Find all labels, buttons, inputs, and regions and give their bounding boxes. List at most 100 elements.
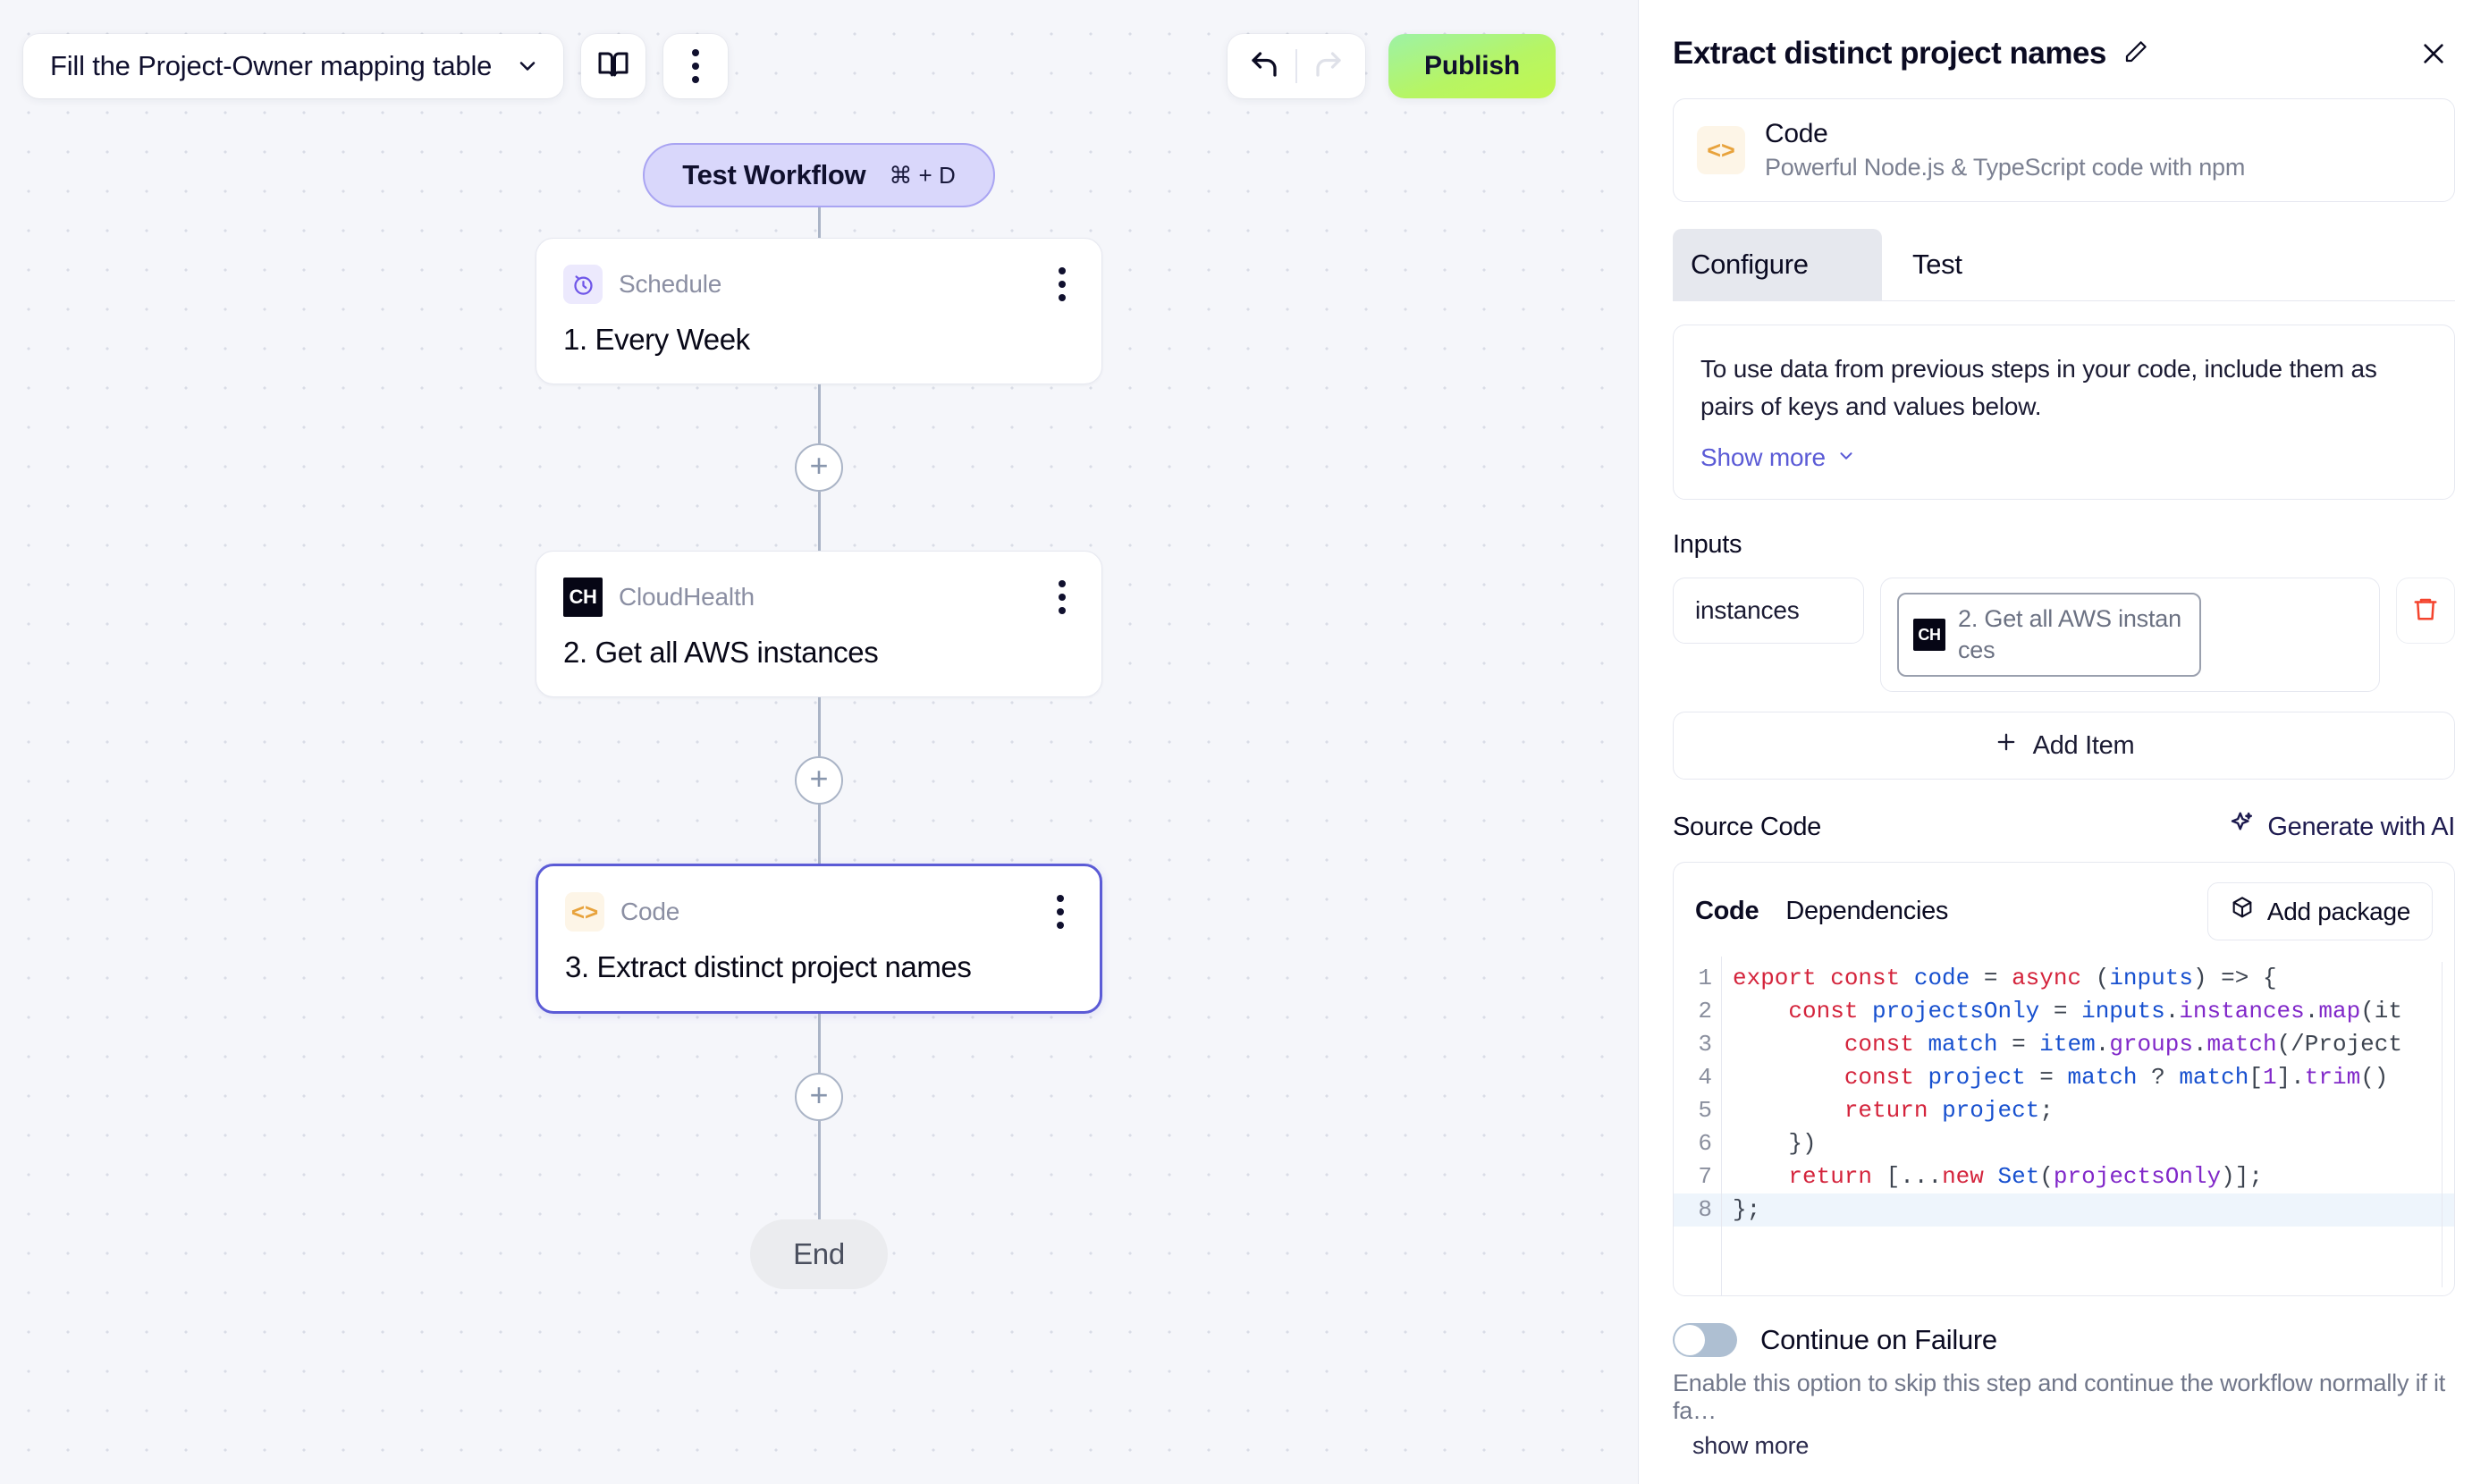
node-header: Schedule: [563, 262, 1075, 307]
code-text-area[interactable]: export const code = async (inputs) => { …: [1722, 957, 2454, 1295]
input-value-field[interactable]: CH 2. Get all AWS instances: [1880, 578, 2380, 693]
code-line-number: 3: [1698, 1031, 1712, 1058]
canvas-more-button[interactable]: [663, 34, 729, 98]
canvas-top-right-toolbar: Publish: [1228, 34, 1556, 98]
show-more-label: Show more: [1700, 443, 1826, 471]
add-package-button[interactable]: Add package: [2206, 882, 2433, 941]
node-menu-button[interactable]: [1048, 890, 1073, 934]
connector: +: [795, 1014, 843, 1219]
workflow-node-code[interactable]: <> Code 3. Extract distinct project name…: [536, 864, 1102, 1014]
generate-with-ai-button[interactable]: Generate with AI: [2228, 810, 2455, 844]
code-icon: <>: [1697, 126, 1745, 174]
node-header: CH CloudHealth: [563, 575, 1075, 620]
step-config-panel: Extract distinct project names <> Code P…: [1638, 0, 2489, 1484]
canvas-top-left-toolbar: Fill the Project-Owner mapping table: [23, 34, 729, 98]
node-kind-label: Code: [620, 898, 680, 925]
end-node[interactable]: End: [750, 1219, 888, 1289]
code-line-number: 4: [1698, 1064, 1712, 1092]
node-menu-button[interactable]: [1050, 262, 1075, 307]
test-workflow-shortcut: ⌘ + D: [889, 161, 956, 189]
code-line-number: 6: [1698, 1130, 1712, 1158]
workflow-node-cloudhealth[interactable]: CH CloudHealth 2. Get all AWS instances: [536, 551, 1102, 697]
node-menu-button[interactable]: [1050, 575, 1075, 620]
tab-test[interactable]: Test: [1882, 229, 2091, 300]
node-kind-label: CloudHealth: [619, 583, 755, 611]
continue-on-failure-show-more[interactable]: show more: [1692, 1432, 1810, 1460]
clock-icon: [563, 265, 603, 304]
publish-button[interactable]: Publish: [1388, 34, 1556, 98]
connector: +: [795, 697, 843, 864]
node-header-left: Schedule: [563, 265, 721, 304]
workflow-name-select[interactable]: Fill the Project-Owner mapping table: [23, 34, 564, 98]
code-line: export const code = async (inputs) => {: [1733, 965, 2277, 992]
code-line: }): [1733, 1130, 1817, 1158]
cloudhealth-icon: CH: [563, 578, 603, 617]
add-step-button[interactable]: +: [795, 1073, 843, 1121]
code-line-number: 7: [1698, 1163, 1712, 1191]
connector: [817, 207, 821, 238]
code-scrollbar[interactable]: [2442, 962, 2451, 1288]
test-workflow-button[interactable]: Test Workflow ⌘ + D: [643, 143, 995, 207]
plus-icon: [1994, 729, 2019, 762]
code-tab-code[interactable]: Code: [1695, 897, 1759, 926]
add-package-label: Add package: [2266, 897, 2410, 925]
undo-redo-group: [1228, 34, 1366, 98]
redo-button[interactable]: [1301, 38, 1356, 94]
continue-on-failure-description: Enable this option to skip this step and…: [1673, 1370, 2446, 1425]
code-tab-dependencies[interactable]: Dependencies: [1785, 897, 1949, 926]
code-line-number: 1: [1698, 965, 1712, 992]
input-key-field[interactable]: [1673, 578, 1864, 644]
tab-configure[interactable]: Configure: [1673, 229, 1882, 300]
continue-on-failure-toggle[interactable]: [1673, 1323, 1737, 1358]
workflow-canvas[interactable]: Fill the Project-Owner mapping table: [0, 0, 1638, 1484]
step-type-card: <> Code Powerful Node.js & TypeScript co…: [1673, 98, 2455, 202]
more-vertical-icon: [692, 49, 700, 83]
code-icon: <>: [565, 892, 604, 932]
show-more-link[interactable]: Show more: [1700, 443, 1856, 472]
code-line: const projectsOnly = inputs.instances.ma…: [1788, 998, 2402, 1025]
chevron-down-icon: [1836, 443, 1856, 472]
step-type-description: Powerful Node.js & TypeScript code with …: [1765, 154, 2246, 181]
node-kind-label: Schedule: [619, 270, 722, 298]
workflow-name-label: Fill the Project-Owner mapping table: [50, 50, 493, 81]
node-header-left: <> Code: [565, 892, 679, 932]
docs-button[interactable]: [581, 34, 646, 98]
source-code-header: Source Code Generate with AI: [1673, 810, 2455, 844]
step-type-name: Code: [1765, 119, 1828, 148]
node-title: 1. Every Week: [563, 323, 750, 356]
workflow-node-schedule[interactable]: Schedule 1. Every Week: [536, 238, 1102, 384]
test-workflow-label: Test Workflow: [682, 159, 866, 190]
code-editor-toolbar: Code Dependencies Add package: [1674, 863, 2454, 957]
input-value-chip[interactable]: CH 2. Get all AWS instances: [1897, 593, 2201, 678]
add-item-label: Add Item: [2032, 730, 2135, 760]
node-title: 3. Extract distinct project names: [565, 950, 972, 983]
add-step-button[interactable]: +: [795, 756, 843, 805]
node-header: <> Code: [565, 890, 1073, 934]
panel-header: Extract distinct project names: [1639, 0, 2489, 73]
delete-input-button[interactable]: [2396, 578, 2455, 644]
pencil-icon[interactable]: [2122, 38, 2149, 70]
chevron-down-icon: [515, 54, 540, 79]
book-icon: [597, 48, 629, 85]
panel-body: <> Code Powerful Node.js & TypeScript co…: [1639, 73, 2489, 1297]
input-row: CH 2. Get all AWS instances: [1673, 578, 2455, 693]
code-line: const project = match ? match[1].trim(): [1844, 1064, 2389, 1092]
code-line: };: [1722, 1193, 2454, 1227]
input-chip-label: 2. Get all AWS instances: [1958, 605, 2181, 664]
node-title: 2. Get all AWS instances: [563, 636, 879, 669]
step-type-text: Code Powerful Node.js & TypeScript code …: [1765, 119, 2245, 181]
connector: +: [795, 384, 843, 551]
undo-button[interactable]: [1236, 38, 1292, 94]
trash-icon: [2412, 595, 2439, 627]
package-icon: [2230, 896, 2255, 927]
close-icon[interactable]: [2414, 34, 2453, 73]
info-text: To use data from previous steps in your …: [1700, 355, 2377, 420]
code-line-number: 5: [1698, 1097, 1712, 1125]
panel-tabs: Configure Test: [1673, 229, 2455, 301]
info-box: To use data from previous steps in your …: [1673, 325, 2455, 500]
add-step-button[interactable]: +: [795, 443, 843, 492]
add-item-button[interactable]: Add Item: [1673, 712, 2455, 780]
